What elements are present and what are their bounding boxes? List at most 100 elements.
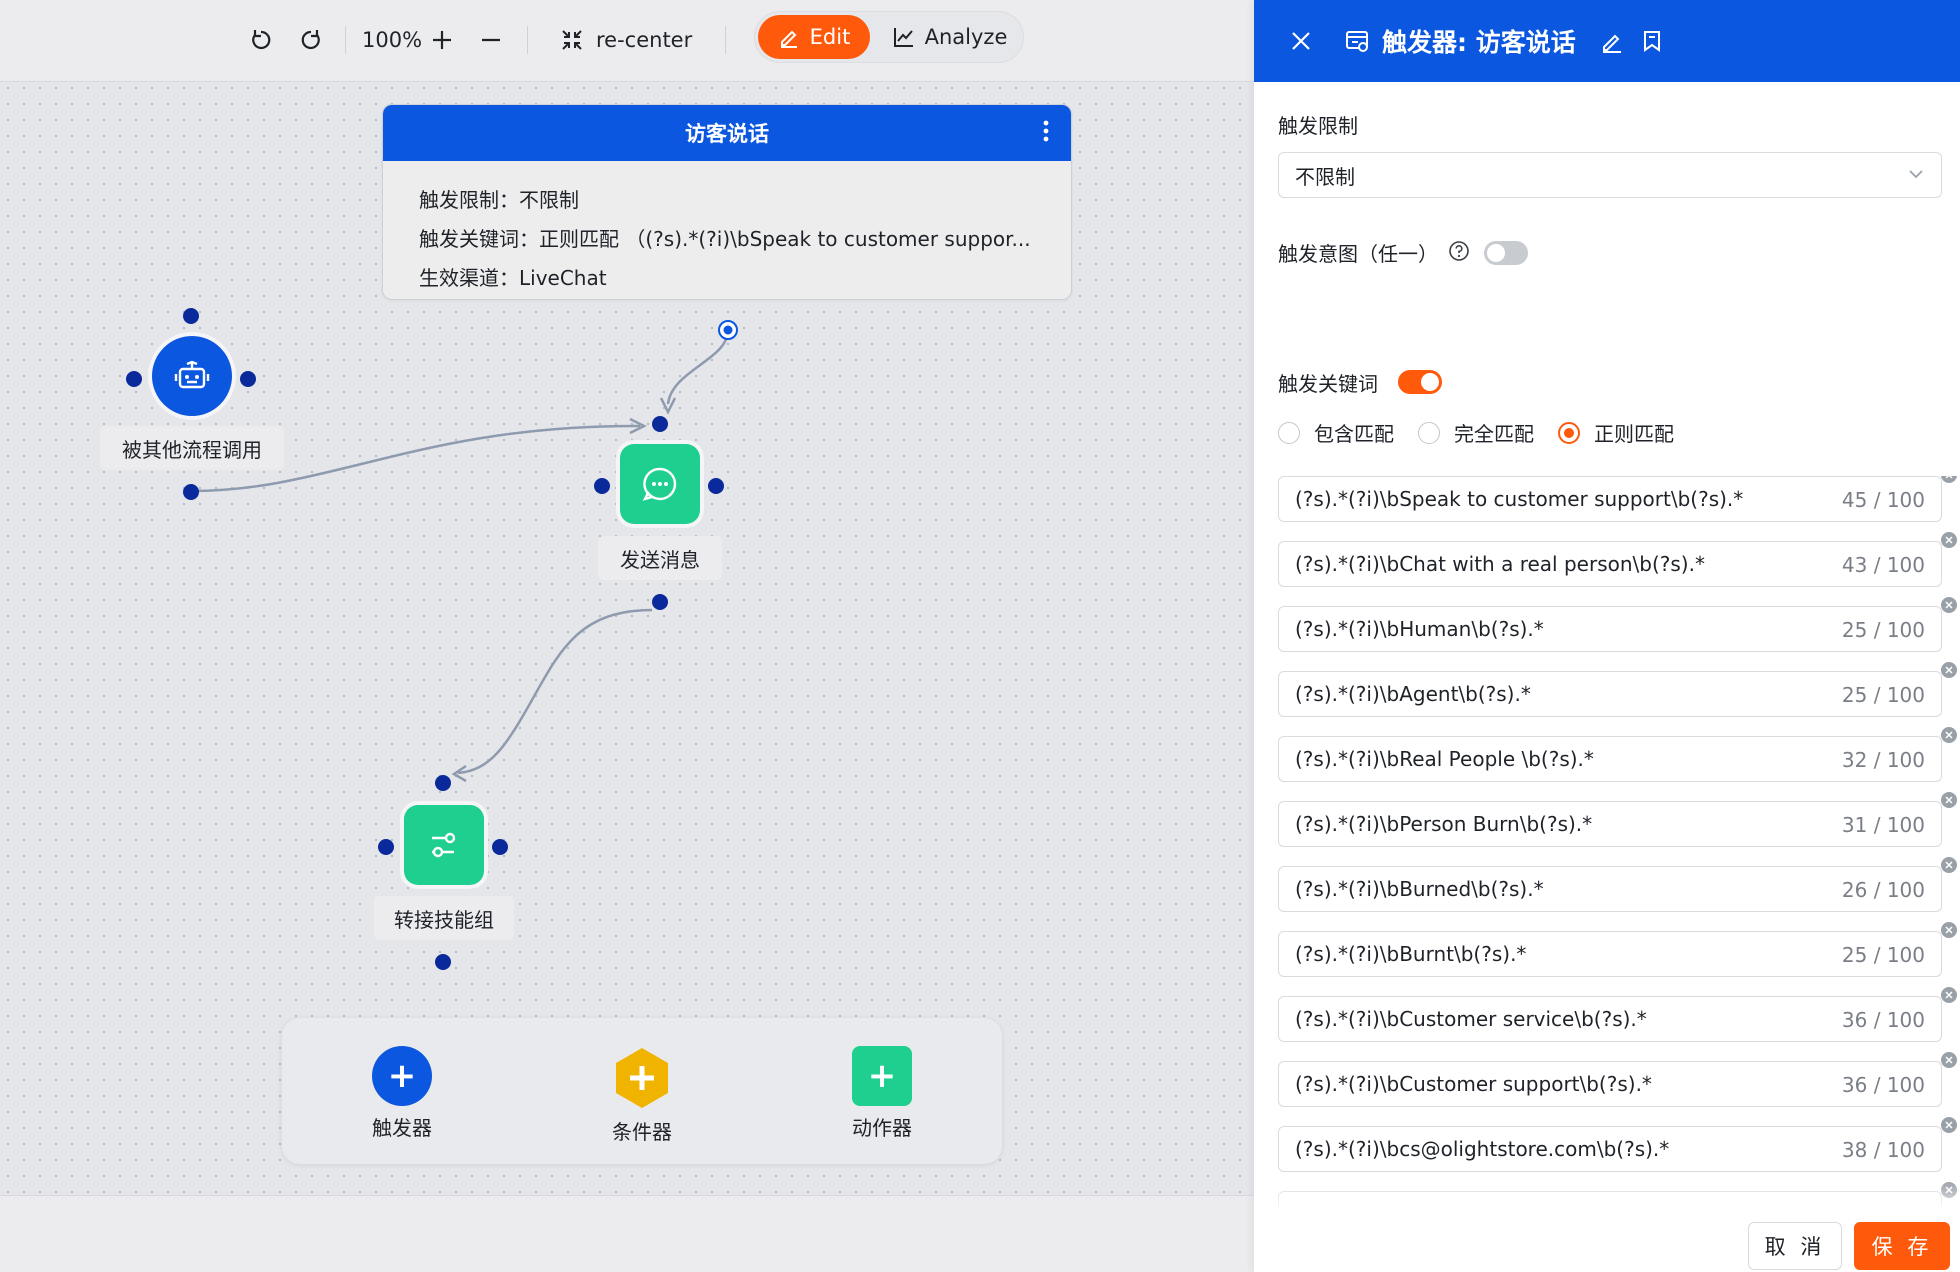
- keyword-text: (?s).*(?i)\bReal People \b(?s).*: [1295, 747, 1594, 771]
- add-trigger-button[interactable]: + 触发器: [342, 1046, 462, 1141]
- add-action-label: 动作器: [852, 1116, 912, 1140]
- close-icon: [1945, 476, 1953, 479]
- port-top[interactable]: [652, 416, 668, 432]
- line-chart-icon: [893, 28, 913, 47]
- redo-button[interactable]: [298, 20, 324, 60]
- remove-keyword-button[interactable]: [1941, 1117, 1957, 1133]
- port-right[interactable]: [240, 371, 256, 387]
- remove-keyword-button[interactable]: [1941, 597, 1957, 613]
- undo-button[interactable]: [248, 20, 274, 60]
- bookmark-button[interactable]: [1640, 29, 1664, 53]
- keyword-input[interactable]: (?s).*(?i)\bChat with a real person\b(?s…: [1278, 532, 1957, 587]
- close-icon: [1292, 32, 1310, 50]
- radio-contains[interactable]: 包含匹配: [1278, 418, 1394, 447]
- keyword-input[interactable]: (?s).*(?i)\bcs@olightstore.com\b(?s).*38…: [1278, 1117, 1957, 1172]
- help-icon[interactable]: [1448, 240, 1470, 262]
- add-action-button[interactable]: + 动作器: [822, 1046, 942, 1141]
- port-right[interactable]: [708, 478, 724, 494]
- close-icon: [1945, 1121, 1953, 1129]
- remove-keyword-button[interactable]: [1941, 922, 1957, 938]
- keyword-input[interactable]: (?s).*(?i)\bCustomer service\b(?s).*36 /…: [1278, 987, 1957, 1042]
- port-bottom[interactable]: [435, 954, 451, 970]
- robot-node-label: 被其他流程调用: [100, 426, 284, 470]
- zoom-in-button[interactable]: [430, 20, 454, 60]
- keyword-input[interactable]: (?s).*(?i)\bPerson Burn\b(?s).*31 / 100: [1278, 792, 1957, 847]
- close-icon: [1945, 536, 1953, 544]
- remove-keyword-button[interactable]: [1941, 1052, 1957, 1068]
- keyword-text: (?s).*(?i)\bChat with a real person\b(?s…: [1295, 552, 1705, 576]
- add-condition-label: 条件器: [612, 1120, 672, 1144]
- remove-keyword-button[interactable]: [1941, 987, 1957, 1003]
- close-button[interactable]: [1290, 30, 1312, 52]
- remove-keyword-button[interactable]: [1941, 662, 1957, 678]
- keyword-text: (?s).*(?i)\bHuman\b(?s).*: [1295, 617, 1544, 641]
- remove-keyword-button[interactable]: [1941, 857, 1957, 873]
- toggle-knob: [1487, 244, 1505, 262]
- panel-header: 触发器: 访客说话: [1254, 0, 1960, 82]
- trigger-output-port-dot: [723, 325, 733, 335]
- port-bottom[interactable]: [652, 594, 668, 610]
- send-message-label: 发送消息: [598, 536, 722, 580]
- trigger-card[interactable]: 访客说话 触发限制：不限制 触发关键词：正则匹配 （(?s).*(?i)\bSp…: [382, 104, 1072, 300]
- keyword-input[interactable]: (?s).*(?i)\bSpeak to customer support\b(…: [1278, 476, 1957, 522]
- limit-select[interactable]: 不限制: [1278, 152, 1942, 198]
- keyword-input[interactable]: (?s).*(?i)\bBurned\b(?s).*26 / 100: [1278, 857, 1957, 912]
- char-count: 45 / 100: [1841, 488, 1925, 512]
- robot-node[interactable]: [152, 336, 232, 416]
- remove-keyword-button[interactable]: [1941, 476, 1957, 483]
- add-icon: +: [852, 1046, 912, 1106]
- trigger-card-title: 访客说话: [685, 122, 769, 146]
- zoom-out-button[interactable]: [479, 20, 503, 60]
- char-count: 26 / 100: [1841, 878, 1925, 902]
- keyword-input[interactable]: (?s).*(?i)\bBurnt\b(?s).*25 / 100: [1278, 922, 1957, 977]
- port-left[interactable]: [126, 371, 142, 387]
- keyword-text: (?s).*(?i)\bBurnt\b(?s).*: [1295, 942, 1527, 966]
- analyze-mode-button[interactable]: Analyze: [878, 15, 1022, 59]
- recenter-button[interactable]: re-center: [560, 20, 692, 60]
- transfer-icon: [432, 832, 456, 858]
- remove-keyword-button[interactable]: [1941, 727, 1957, 743]
- save-button[interactable]: 保 存: [1854, 1222, 1950, 1270]
- edge-arrowhead: [451, 764, 467, 783]
- port-top[interactable]: [183, 308, 199, 324]
- close-icon: [1945, 666, 1953, 674]
- keyword-text: (?s).*(?i)\bSpeak to customer support\b(…: [1295, 487, 1744, 511]
- panel-footer: 取 消 保 存: [1254, 1206, 1960, 1272]
- edge-message-to-transfer: [457, 608, 653, 775]
- transfer-node-label: 转接技能组: [374, 896, 514, 940]
- radio-exact[interactable]: 完全匹配: [1418, 418, 1534, 447]
- flow-canvas[interactable]: 100% re-center Edit Analyze: [0, 0, 1254, 1272]
- port-bottom[interactable]: [183, 484, 199, 500]
- pencil-icon: [780, 30, 797, 48]
- keyword-input[interactable]: (?s).*(?i)\bAgent\b(?s).*25 / 100: [1278, 662, 1957, 717]
- remove-keyword-button[interactable]: [1941, 792, 1957, 808]
- edit-title-button[interactable]: [1600, 29, 1624, 53]
- analyze-label: Analyze: [924, 25, 1008, 49]
- port-right[interactable]: [492, 839, 508, 855]
- trigger-card-header: 访客说话: [383, 105, 1071, 161]
- edit-mode-button[interactable]: Edit: [758, 15, 870, 59]
- minus-icon: [482, 38, 500, 42]
- more-options-icon[interactable]: [1043, 119, 1049, 149]
- port-left[interactable]: [378, 839, 394, 855]
- radio-regex-label: 正则匹配: [1594, 422, 1674, 446]
- keyword-toggle[interactable]: [1398, 370, 1442, 394]
- keyword-input[interactable]: (?s).*(?i)\bCustomer support\b(?s).*36 /…: [1278, 1052, 1957, 1107]
- edge-arrowhead: [659, 397, 677, 415]
- add-condition-button[interactable]: 条件器: [582, 1046, 702, 1145]
- close-icon: [1945, 731, 1953, 739]
- char-count: 25 / 100: [1841, 618, 1925, 642]
- intent-toggle[interactable]: [1484, 241, 1528, 265]
- port-left[interactable]: [594, 478, 610, 494]
- keyword-input[interactable]: (?s).*(?i)\bHuman\b(?s).* 25 / 100: [1278, 597, 1957, 652]
- cancel-button[interactable]: 取 消: [1748, 1222, 1842, 1270]
- radio-regex[interactable]: 正则匹配: [1558, 418, 1674, 447]
- keyword-label: 触发关键词: [1278, 372, 1378, 396]
- keyword-input[interactable]: (?s).*(?i)\bReal People \b(?s).*32 / 100: [1278, 727, 1957, 782]
- port-top[interactable]: [435, 775, 451, 791]
- panel-title: 触发器: 访客说话: [1382, 28, 1576, 57]
- transfer-skill-group-node[interactable]: [404, 805, 484, 885]
- send-message-node[interactable]: [620, 444, 700, 524]
- radio-circle-selected: [1558, 421, 1580, 444]
- remove-keyword-button[interactable]: [1941, 532, 1957, 548]
